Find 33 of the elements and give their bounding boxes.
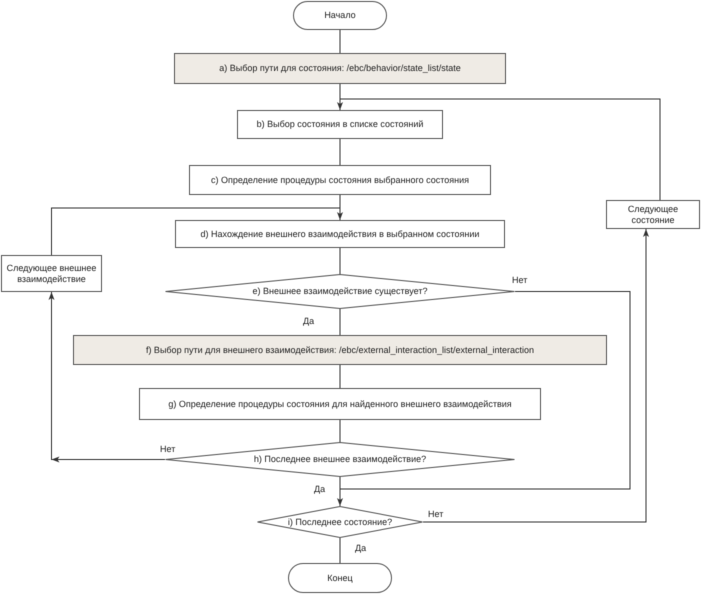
node-text: c) Определение процедуры состояния выбранного состояния bbox=[210, 174, 470, 186]
process-box bbox=[1, 255, 102, 292]
arrow bbox=[337, 291, 630, 506]
process-box bbox=[139, 388, 541, 420]
node-text: Конец bbox=[326, 572, 354, 584]
node-text: f) Выбор пути для внешнего взаимодействия: /ebc/external_interaction_list/external_interaction bbox=[144, 344, 536, 356]
arrow bbox=[337, 98, 660, 200]
node-text: h) Последнее внешнее взаимодействие? bbox=[252, 454, 428, 465]
edge-label: Нет bbox=[427, 509, 444, 519]
node-text: d) Нахождение внешнего взаимодействия в выбранном состоянии bbox=[200, 228, 480, 240]
edge-label: Нет bbox=[511, 275, 528, 285]
process-box bbox=[237, 110, 443, 139]
node-text: Начало bbox=[323, 10, 357, 21]
process-box bbox=[175, 220, 505, 248]
node-text: b) Выбор состояния в списке состояний bbox=[256, 119, 424, 130]
arrow bbox=[51, 208, 343, 256]
node-text: i) Последнее состояние? bbox=[286, 516, 394, 528]
process-box bbox=[174, 53, 506, 84]
process-box bbox=[189, 165, 491, 195]
arrow bbox=[422, 228, 649, 522]
process-box bbox=[606, 200, 700, 229]
arrow bbox=[48, 292, 166, 462]
node-text: a) Выбор пути для состояния: /ebc/behavior/state_list/state bbox=[218, 63, 462, 74]
edge-label: Да bbox=[313, 484, 326, 494]
node-text: Следующее внешнее взаимодействие bbox=[6, 262, 98, 284]
node-text: g) Определение процедуры состояния для найденного внешнего взаимодействия bbox=[167, 398, 513, 410]
edge-label: Нет bbox=[159, 444, 176, 454]
edge-label: Да bbox=[302, 316, 316, 326]
edge-label: Да bbox=[354, 543, 368, 553]
node-text: e) Внешнее взаимодействие существует? bbox=[252, 286, 428, 297]
decision-diamond bbox=[257, 506, 423, 538]
node-text: Следующее состояние bbox=[626, 204, 680, 226]
process-box bbox=[73, 335, 607, 365]
